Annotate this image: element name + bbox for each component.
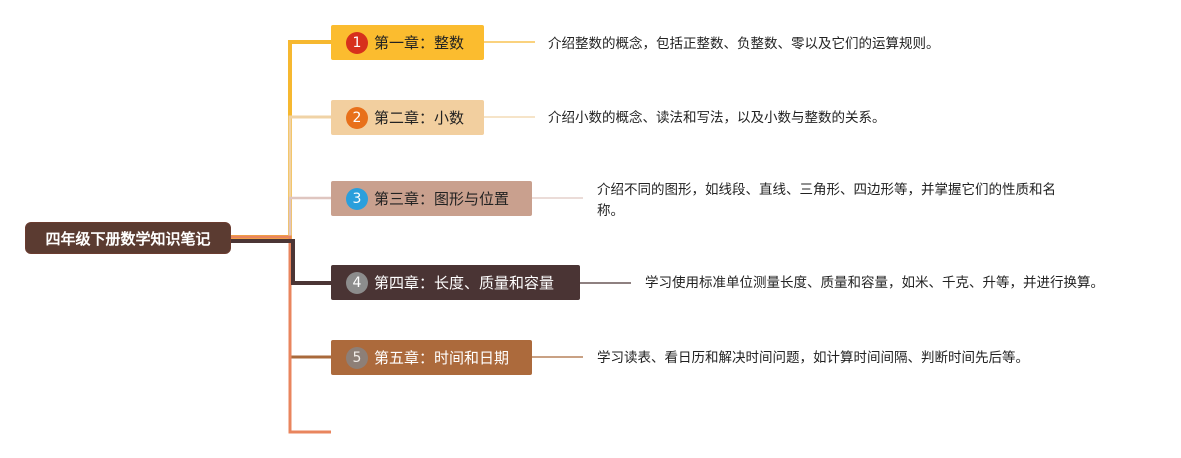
chapter-topic-2[interactable]: 2 第二章：小数: [331, 100, 484, 135]
chapter-title-2: 第二章：小数: [374, 109, 465, 127]
chapter-title-1: 第一章：整数: [374, 34, 465, 52]
branch-line-chapter-1: [231, 40, 331, 239]
chapter-topic-5[interactable]: 5 第五章：时间和日期: [331, 340, 532, 375]
number-badge-3: 3: [346, 187, 368, 210]
branch-line-empty: [231, 235, 331, 434]
root-topic[interactable]: 四年级下册数学知识笔记: [25, 222, 231, 254]
chapter-title-3: 第三章：图形与位置: [374, 190, 510, 208]
chapter-topic-3[interactable]: 3 第三章：图形与位置: [331, 181, 532, 216]
chapter-title-5: 第五章：时间和日期: [374, 349, 510, 367]
root-topic-label: 四年级下册数学知识笔记: [45, 229, 211, 248]
branch-line-chapter-2: [231, 115, 331, 239]
branch-line-chapter-5: [231, 235, 331, 359]
chapter-description-5[interactable]: 学习读表、看日历和解决时间问题，如计算时间间隔、判断时间先后等。: [597, 350, 1029, 366]
number-badge-2: 2: [346, 106, 368, 129]
number-badge-5: 5: [346, 346, 368, 369]
number-badge-1: 1: [346, 31, 368, 54]
number-badge-4: 4: [346, 271, 368, 294]
chapter-description-2[interactable]: 介绍小数的概念、读法和写法，以及小数与整数的关系。: [548, 110, 886, 126]
chapter-topic-1[interactable]: 1 第一章：整数: [331, 25, 484, 60]
chapter-topic-4[interactable]: 4 第四章：长度、质量和容量: [331, 265, 580, 300]
chapter-description-1[interactable]: 介绍整数的概念，包括正整数、负整数、零以及它们的运算规则。: [548, 36, 940, 52]
chapter-description-4[interactable]: 学习使用标准单位测量长度、质量和容量，如米、千克、升等，并进行换算。: [645, 275, 1104, 291]
branch-line-chapter-4: [231, 239, 331, 285]
chapter-description-3[interactable]: 介绍不同的图形，如线段、直线、三角形、四边形等，并掌握它们的性质和名称。: [597, 182, 1056, 219]
chapter-title-4: 第四章：长度、质量和容量: [374, 274, 555, 292]
branch-line-chapter-3: [231, 196, 331, 239]
